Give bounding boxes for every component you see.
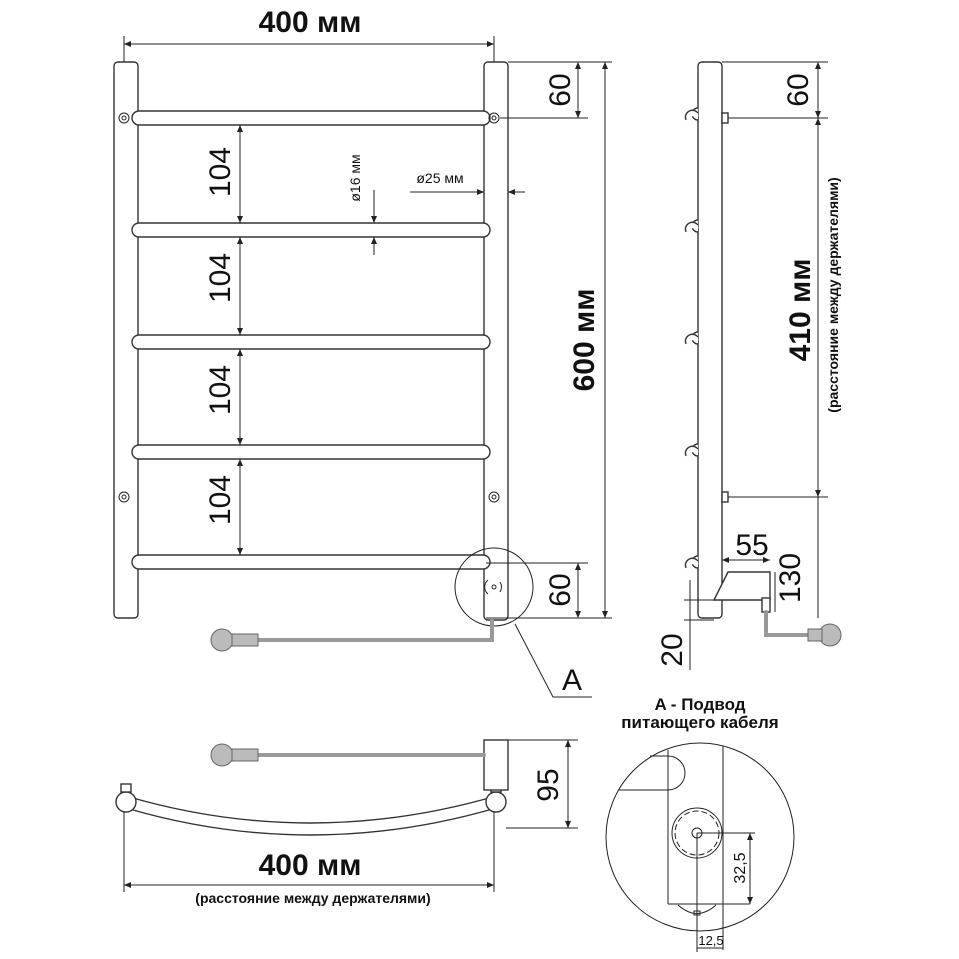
top-width-note: (расстояние между держателями): [195, 890, 430, 906]
rung: [131, 554, 491, 570]
detail-title-2: питающего кабеля: [621, 713, 778, 732]
holder-distance-note: (расстояние между держателями): [825, 177, 841, 412]
front-view: 400 мм 104 104 104 104 ø16 мм ø2: [113, 6, 612, 698]
mount-bolts: [118, 112, 500, 503]
width-label: 400 мм: [259, 6, 362, 39]
side-depth: 55: [735, 529, 768, 562]
plug-icon: [807, 623, 842, 647]
detail-marker: A: [562, 664, 582, 697]
side-bottom-height: 130: [774, 553, 807, 603]
top-width-label: 400 мм: [259, 849, 362, 882]
detail-a: A - Подвод питающего кабеля 32,5 12,5: [605, 695, 795, 952]
rung-diameter: ø16 мм: [347, 154, 363, 201]
rung: [131, 444, 491, 460]
post-diameter: ø25 мм: [416, 170, 463, 186]
rung: [131, 334, 491, 350]
top-view: 95 400 мм (расстояние между держателями): [115, 739, 578, 906]
rung-spacing: 104: [204, 365, 237, 415]
rung: [131, 110, 491, 126]
rung-spacing: 104: [204, 253, 237, 303]
detail-horizontal-dim: 12,5: [698, 933, 723, 948]
plug-icon: [210, 743, 259, 767]
holder-distance: 410 мм: [784, 259, 817, 362]
rung: [131, 222, 491, 238]
side-bottom-offset: 20: [656, 633, 689, 666]
detail-title-1: A - Подвод: [654, 695, 745, 714]
detail-vertical-dim: 32,5: [732, 852, 749, 883]
side-view: 60 410 мм (расстояние между держателями)…: [656, 61, 842, 670]
plug-icon: [210, 628, 259, 652]
bottom-offset: 60: [544, 573, 577, 606]
top-offset: 60: [544, 73, 577, 106]
side-top-offset: 60: [782, 73, 815, 106]
power-cable: [256, 618, 494, 642]
rungs: [131, 110, 491, 570]
rung-spacing: 104: [204, 147, 237, 197]
height-label: 600 мм: [568, 289, 601, 392]
rung-spacing: 104: [204, 475, 237, 525]
top-depth: 95: [532, 768, 565, 801]
detail-leader: [514, 623, 592, 698]
